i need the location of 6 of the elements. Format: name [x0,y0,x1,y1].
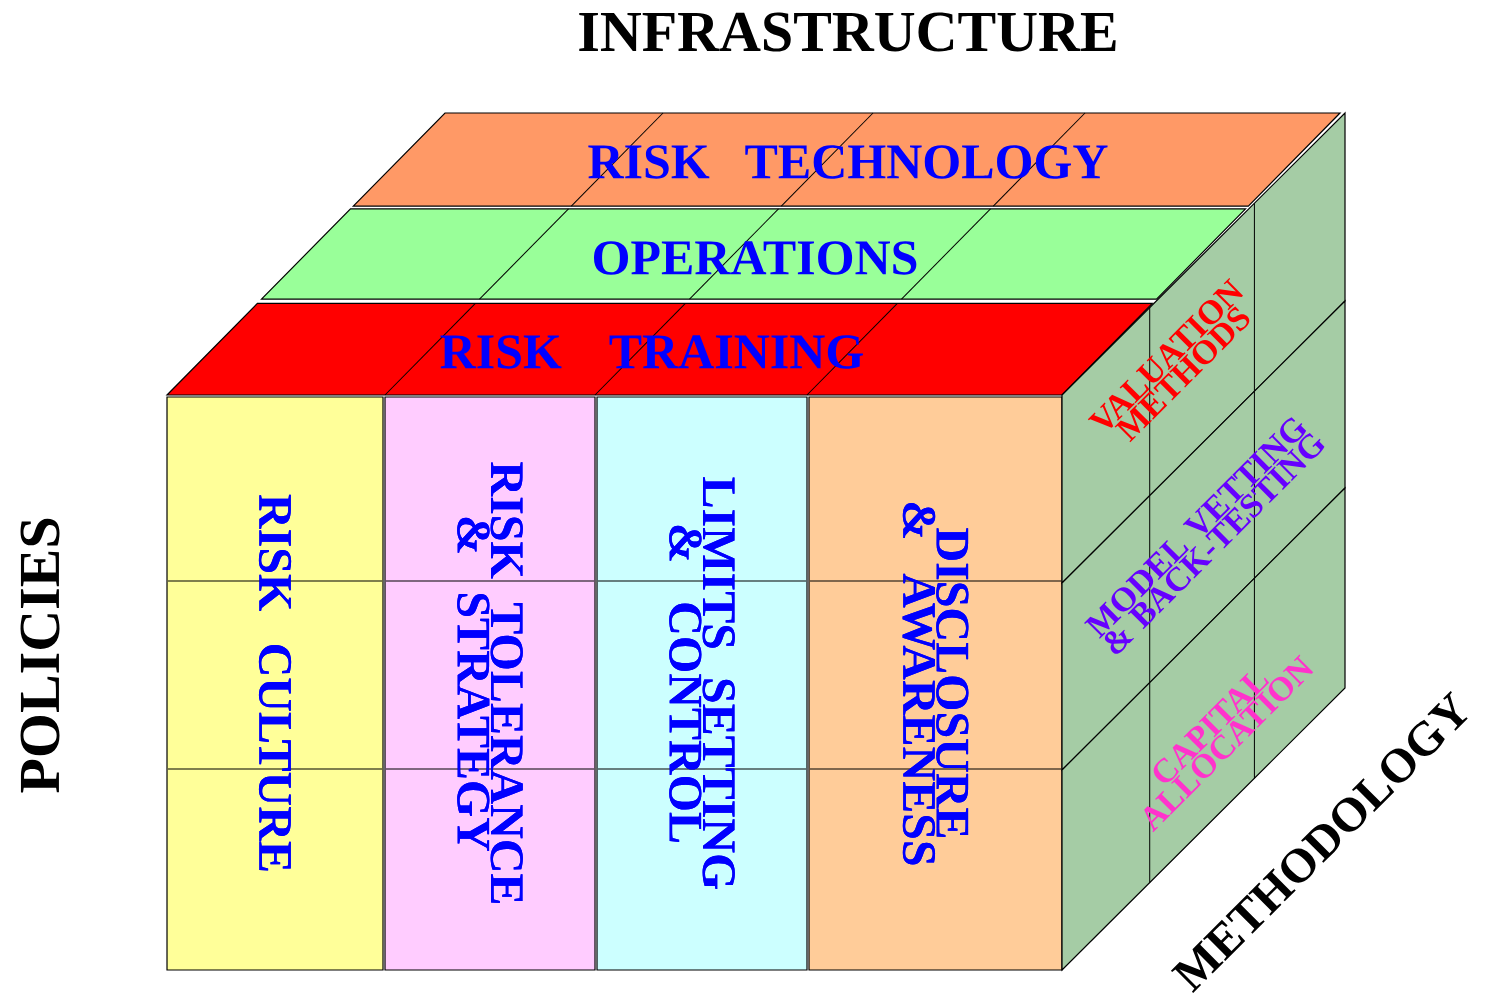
axis-label: INFRASTRUCTURE [579,12,1116,52]
front-column: DISCLOSURE & AWARENESS [808,396,1063,971]
front-column: LIMITS SETTING & CONTROL [596,396,808,971]
front-column: RISK CULTURE [166,396,384,971]
axis-label: POLICIES [20,518,60,793]
front-column: RISK TOLERANCE & STRATEGY [384,396,596,971]
